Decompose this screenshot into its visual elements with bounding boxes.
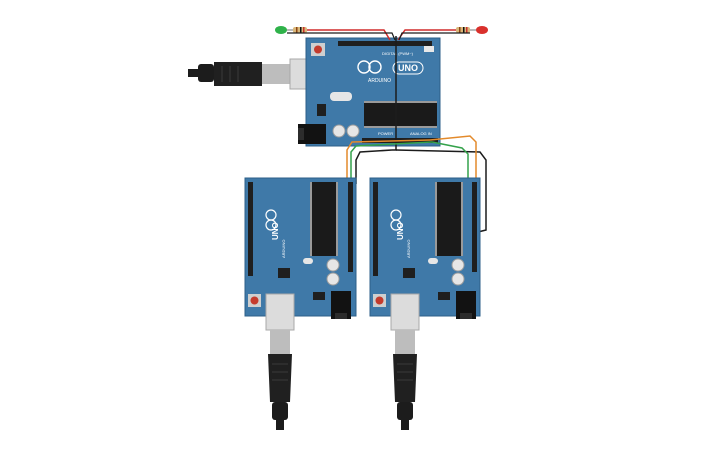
arduino-board-right[interactable]: UNO ARDUINO — [369, 177, 481, 319]
wires[interactable] — [287, 29, 487, 233]
wire-red-left[interactable] — [307, 29, 391, 41]
microcontroller-chip — [364, 101, 437, 128]
capacitor-icon — [332, 124, 360, 138]
wire-black-ground-right[interactable] — [395, 149, 487, 233]
arduino-logo — [357, 60, 382, 74]
board-left-brand: ARDUINO — [281, 240, 286, 258]
resistor-right[interactable] — [456, 27, 470, 33]
board-top-power-label: POWER — [378, 131, 393, 136]
green-led[interactable] — [275, 26, 293, 34]
board-top-analog-label: ANALOG IN — [410, 131, 432, 136]
resistor-left[interactable] — [293, 27, 307, 33]
board-top-brand: ARDUINO — [368, 78, 391, 84]
reset-button-icon[interactable] — [248, 294, 261, 307]
board-right-model: UNO — [396, 222, 405, 240]
wire-black-led-right[interactable] — [398, 32, 470, 41]
wire-green-right[interactable] — [431, 141, 469, 182]
power-jack-icon[interactable] — [331, 291, 351, 319]
usb-cable-icon[interactable] — [188, 58, 321, 90]
wire-orange-left[interactable] — [346, 139, 431, 186]
usb-cable-icon[interactable] — [390, 293, 420, 430]
reset-button-icon[interactable] — [373, 294, 386, 307]
board-left-model: UNO — [271, 222, 280, 240]
power-jack-icon[interactable] — [298, 124, 326, 144]
arduino-board-left[interactable]: UNO ARDUINO — [244, 177, 357, 319]
wire-black-ground-left[interactable] — [355, 149, 393, 184]
wire-black-led-left[interactable] — [287, 32, 396, 41]
red-led[interactable] — [470, 26, 488, 34]
arduino-board-top[interactable]: ARDUINO UNO DIGITAL (PWM~) POWER ANALOG … — [188, 37, 441, 147]
board-right-brand: ARDUINO — [406, 240, 411, 258]
board-top-model: UNO — [398, 63, 418, 73]
power-jack-icon[interactable] — [456, 291, 476, 319]
reset-button-icon[interactable] — [311, 43, 325, 56]
board-top-digital-label: DIGITAL (PWM~) — [382, 51, 414, 56]
usb-cable-icon[interactable] — [265, 293, 295, 430]
wire-green-left[interactable] — [350, 141, 433, 186]
